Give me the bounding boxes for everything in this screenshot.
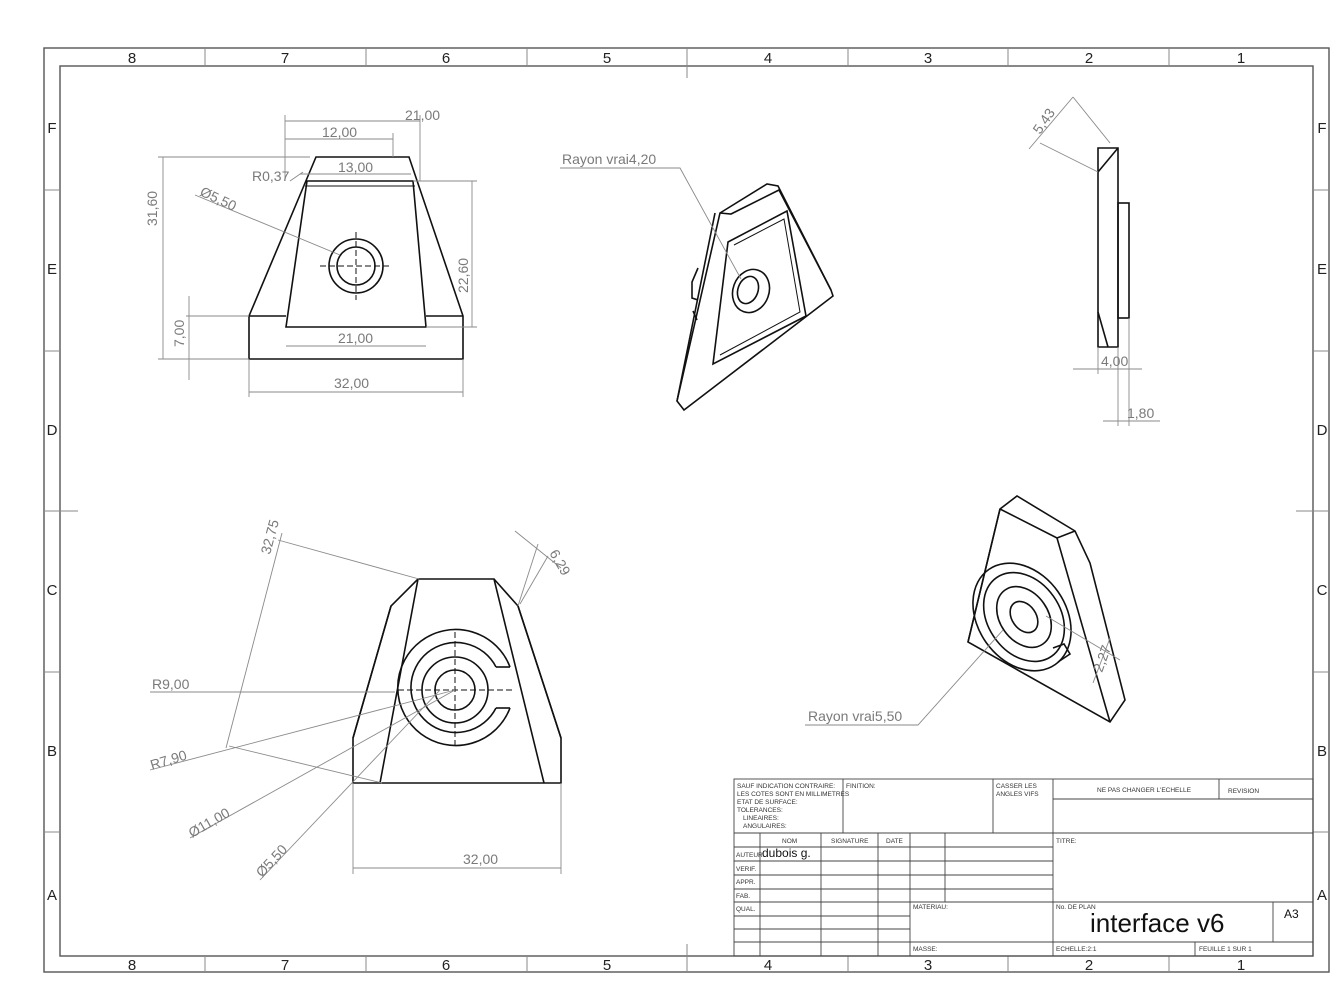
zone-col-bottom: 4 bbox=[764, 957, 772, 974]
rayon-vrai-note: Rayon vrai5,50 bbox=[808, 708, 902, 724]
front-view: 21,00 12,00 13,00 R0,37 Ø5,50 31,60 22,6… bbox=[144, 107, 477, 397]
zone-row-left: E bbox=[47, 261, 57, 278]
zone-col-bottom: 7 bbox=[281, 957, 289, 974]
side-view: 5,43 4,00 1,80 bbox=[1028, 96, 1160, 426]
dim-label: Ø5,50 bbox=[252, 841, 290, 880]
rear-view: 32,75 6,29 R9,00 R7,90 Ø11,00 Ø5,50 32,0… bbox=[148, 518, 574, 881]
zone-col-top: 7 bbox=[281, 50, 289, 67]
zone-col-top: 3 bbox=[924, 50, 932, 67]
zone-col-top: 1 bbox=[1237, 50, 1245, 67]
zone-col-top: 5 bbox=[603, 50, 611, 67]
zone-col-bottom: 2 bbox=[1085, 957, 1093, 974]
zone-col-bottom: 3 bbox=[924, 957, 932, 974]
dim-label: 2,27 bbox=[1090, 643, 1114, 674]
dim-label: Ø11,00 bbox=[186, 804, 233, 840]
tb-format: A3 bbox=[1284, 907, 1299, 921]
tb-scale-note: NE PAS CHANGER L'ECHELLE bbox=[1097, 787, 1192, 794]
dim-label: 5,43 bbox=[1029, 105, 1058, 137]
zone-col-bottom: 8 bbox=[128, 957, 136, 974]
zone-col-bottom: 1 bbox=[1237, 957, 1245, 974]
zone-col-top: 8 bbox=[128, 50, 136, 67]
tb-role: AUTEUR bbox=[736, 852, 763, 859]
tb-note: TOLERANCES: bbox=[737, 807, 783, 814]
dim-label: Ø5,50 bbox=[198, 183, 240, 214]
tb-note: SAUF INDICATION CONTRAIRE: bbox=[737, 783, 835, 790]
tb-note: ANGULAIRES: bbox=[743, 823, 787, 830]
tb-break-edges: CASSER LES bbox=[996, 783, 1037, 790]
dim-label: 32,00 bbox=[463, 851, 498, 867]
dim-label: 7,00 bbox=[171, 320, 187, 347]
zone-col-bottom: 5 bbox=[603, 957, 611, 974]
dim-label: 32,75 bbox=[257, 518, 282, 556]
zone-col-top: 2 bbox=[1085, 50, 1093, 67]
dim-label: 21,00 bbox=[338, 330, 373, 346]
zone-row-right: F bbox=[1317, 120, 1326, 137]
zone-col-top: 4 bbox=[764, 50, 772, 67]
tb-break-edges: ANGLES VIFS bbox=[996, 791, 1039, 798]
tb-sheet: FEUILLE 1 SUR 1 bbox=[1199, 946, 1252, 953]
dim-label: 1,80 bbox=[1127, 405, 1154, 421]
dim-label: 6,29 bbox=[546, 547, 574, 579]
tb-header-signature: SIGNATURE bbox=[831, 838, 869, 845]
dim-label: 13,00 bbox=[338, 159, 373, 175]
zone-row-left: D bbox=[47, 422, 58, 439]
tb-mass-label: MASSE: bbox=[913, 946, 938, 953]
zone-row-right: C bbox=[1317, 582, 1328, 599]
tb-role: QUAL. bbox=[736, 906, 756, 913]
dim-label: 32,00 bbox=[334, 375, 369, 391]
dim-label: 4,00 bbox=[1101, 353, 1128, 369]
tb-header-date: DATE bbox=[886, 838, 904, 845]
zone-row-left: B bbox=[47, 743, 57, 760]
zone-row-right: D bbox=[1317, 422, 1328, 439]
tb-finish-label: FINITION: bbox=[846, 783, 876, 790]
tb-material-label: MATERIAU: bbox=[913, 904, 948, 911]
sheet-frame: 8 7 6 5 4 3 2 1 8 7 6 5 4 3 2 1 F E D C … bbox=[43, 47, 1330, 974]
tb-role: VERIF. bbox=[736, 866, 756, 873]
zone-col-top: 6 bbox=[442, 50, 450, 67]
dim-label: 12,00 bbox=[322, 124, 357, 140]
dim-label: R0,37 bbox=[252, 168, 290, 184]
zone-row-left: A bbox=[47, 887, 57, 904]
tb-note: LES COTES SONT EN MILLIMETRES bbox=[737, 791, 850, 798]
tb-note: LINEAIRES: bbox=[743, 815, 779, 822]
zone-row-left: C bbox=[47, 582, 58, 599]
zone-col-bottom: 6 bbox=[442, 957, 450, 974]
dim-label: R7,90 bbox=[148, 747, 189, 773]
dim-label: R9,00 bbox=[152, 676, 190, 692]
tb-header-name: NOM bbox=[782, 838, 797, 845]
tb-role: APPR. bbox=[736, 879, 756, 886]
tb-drawing-no-label: No. DE PLAN bbox=[1056, 904, 1096, 911]
rayon-vrai-note: Rayon vrai4,20 bbox=[562, 151, 656, 167]
iso-view-top: Rayon vrai4,20 bbox=[560, 151, 834, 412]
zone-row-right: B bbox=[1317, 743, 1327, 760]
zone-row-right: A bbox=[1317, 887, 1327, 904]
title-block: SAUF INDICATION CONTRAIRE: LES COTES SON… bbox=[733, 778, 1314, 957]
tb-note: ETAT DE SURFACE: bbox=[737, 799, 798, 806]
dim-label: 22,60 bbox=[455, 258, 471, 293]
tb-scale: ECHELLE:2:1 bbox=[1056, 946, 1097, 953]
tb-title-label: TITRE: bbox=[1056, 838, 1077, 845]
tb-revision-label: REVISION bbox=[1228, 788, 1259, 795]
dim-label: 21,00 bbox=[405, 107, 440, 123]
zone-row-right: E bbox=[1317, 261, 1327, 278]
tb-drawing-no: interface v6 bbox=[1090, 908, 1224, 938]
iso-view-bottom: Rayon vrai5,50 2,27 bbox=[805, 495, 1126, 726]
dim-label: 31,60 bbox=[144, 191, 160, 226]
tb-author: dubois g. bbox=[762, 846, 811, 860]
zone-row-left: F bbox=[47, 120, 56, 137]
tb-role: FAB. bbox=[736, 893, 750, 900]
